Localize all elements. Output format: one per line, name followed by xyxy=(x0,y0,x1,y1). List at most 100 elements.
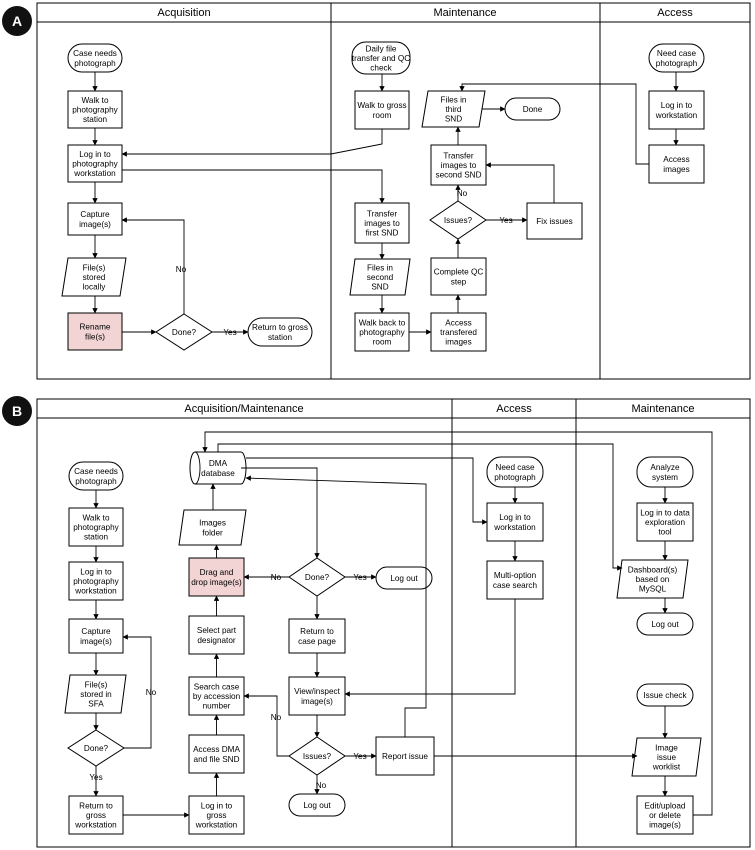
panel-label: A xyxy=(12,13,22,29)
edge-label-no-done: No xyxy=(176,265,187,274)
node-b-logout2-text: Log out xyxy=(303,801,331,810)
node-bm-edit xyxy=(636,795,694,835)
node-a-done-text: Done? xyxy=(172,328,197,337)
node-b-done2-text: Done? xyxy=(305,573,330,582)
panel-label-b: B xyxy=(12,403,22,419)
node-bm-login xyxy=(636,502,694,542)
panel-a: Acquisition Maintenance Access A Case ne… xyxy=(2,2,751,380)
node-x-need xyxy=(648,43,705,73)
node-bm-worklist xyxy=(631,737,702,777)
lane-title-maintenance: Maintenance xyxy=(434,7,497,19)
node-bm-logout-text: Log out xyxy=(651,620,679,629)
node-m-files2 xyxy=(349,258,411,296)
node-b-logout1-text: Log out xyxy=(390,574,418,583)
panel-a-edges xyxy=(92,72,679,335)
node-m-fix-text: Fix issues xyxy=(536,217,572,226)
node-m-transfer1 xyxy=(354,202,410,244)
node-b-folder xyxy=(178,509,247,546)
node-b-select xyxy=(188,615,245,655)
node-m-files3 xyxy=(421,90,486,128)
edge-label-no-issues: No xyxy=(457,189,468,198)
node-b-dma xyxy=(189,451,247,485)
node-b-done-text: Done? xyxy=(84,744,109,753)
node-a-files xyxy=(61,257,127,297)
lane-title-access-b: Access xyxy=(496,403,532,415)
edge-label-b-yes-done2: Yes xyxy=(353,573,366,582)
node-m-access xyxy=(430,312,487,352)
node-b-report-text: Report issue xyxy=(382,752,428,761)
node-b-issues-text: Issues? xyxy=(303,752,332,761)
node-b-drag xyxy=(188,557,245,597)
node-m-done-text: Done xyxy=(523,105,543,114)
lane-title-acquisition: Acquisition xyxy=(157,7,210,19)
node-x-access xyxy=(648,144,705,184)
edge-label-b-yes-done: Yes xyxy=(89,773,102,782)
edge-label-b-no-issues-down: No xyxy=(316,781,327,790)
panel-b-edges xyxy=(93,431,713,818)
edge-label-b-yes-issues: Yes xyxy=(353,752,366,761)
panel-label-badge-b xyxy=(2,396,32,426)
node-b-view xyxy=(288,676,346,716)
node-m-qc xyxy=(430,257,487,296)
panel-b: Acquisition/Maintenance Access Maintenan… xyxy=(2,396,751,848)
edge-label-yes-done: Yes xyxy=(223,328,236,337)
node-m-issues-text: Issues? xyxy=(444,216,473,225)
node-m-walk-back xyxy=(354,312,410,352)
lane-title-maintenance-b: Maintenance xyxy=(632,403,695,415)
node-m-fix xyxy=(526,202,583,240)
node-b-return xyxy=(68,795,124,835)
node-x-login xyxy=(648,90,705,130)
lane-title-acquisition-maintenance: Acquisition/Maintenance xyxy=(184,403,303,415)
panel-a-frame xyxy=(36,2,751,380)
node-b-return-case xyxy=(288,618,346,654)
edge-label-b-no-issues: No xyxy=(271,713,282,722)
edge-label-b-no-done: No xyxy=(146,688,157,697)
node-bm-issue-check-text: Issue check xyxy=(643,691,687,700)
edge-label-yes-issues: Yes xyxy=(499,216,512,225)
lane-title-access: Access xyxy=(657,7,693,19)
node-m-transfer2 xyxy=(430,144,487,186)
node-a-done xyxy=(155,313,213,351)
panel-b-frame xyxy=(36,398,751,848)
node-b-files xyxy=(64,674,127,714)
